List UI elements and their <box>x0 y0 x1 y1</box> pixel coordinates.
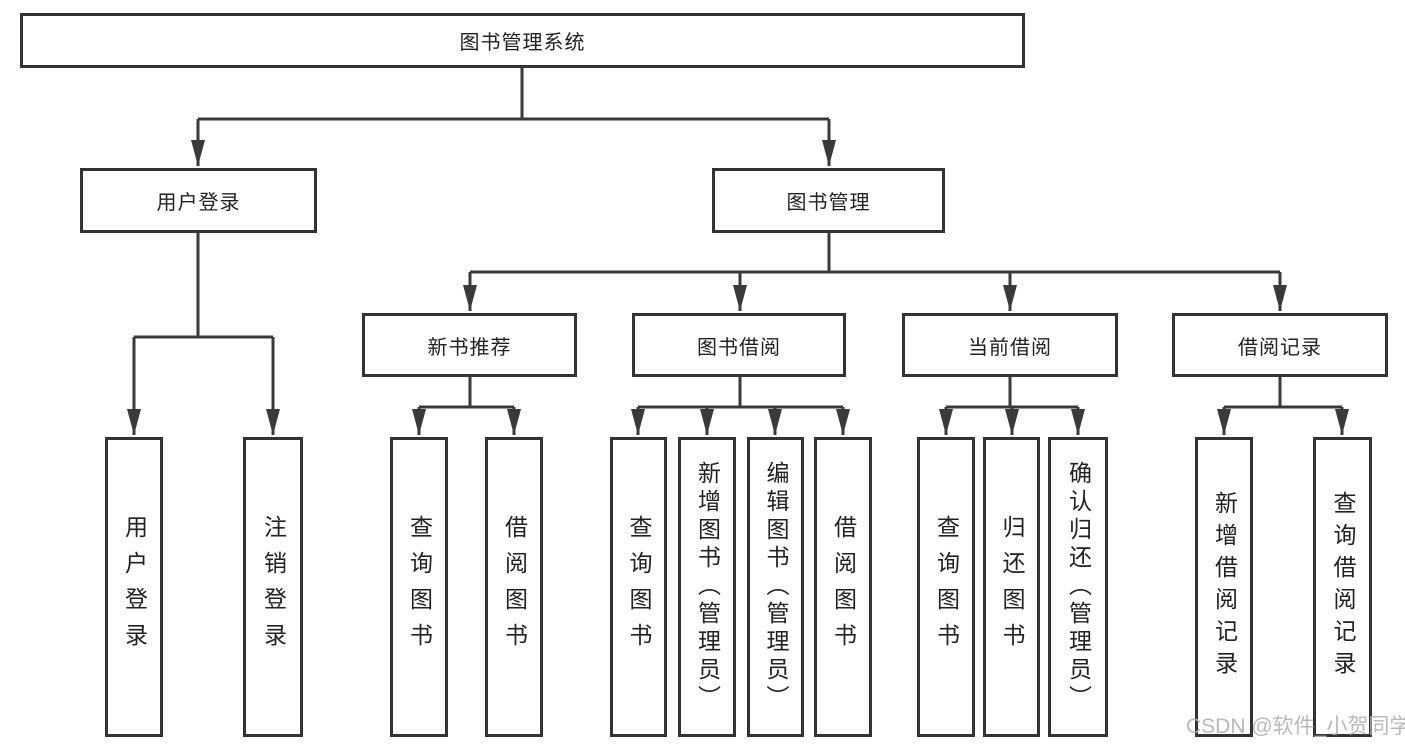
node-borrow-record-label: 借阅记录 <box>1238 336 1322 359</box>
leaf-login: 用户登录 <box>105 437 163 737</box>
leaf-cb-return-books-label: 归还图书 <box>999 515 1025 659</box>
leaf-bb-query-books-label: 查询图书 <box>626 515 652 659</box>
node-root-label: 图书管理系统 <box>459 32 586 54</box>
leaf-logout-label: 注销登录 <box>260 515 287 659</box>
leaf-cb-confirm-return-label: 确认归还（管理员） <box>1065 461 1092 713</box>
node-new-book-rec-label: 新书推荐 <box>427 336 512 359</box>
leaf-bb-edit-books: 编辑图书（管理员） <box>747 437 804 737</box>
leaf-cb-query-books: 查询图书 <box>917 437 975 737</box>
node-user-login: 用户登录 <box>80 168 317 233</box>
leaf-nb-query-books-label: 查询图书 <box>406 515 433 659</box>
leaf-br-query-record-label: 查询借阅记录 <box>1330 491 1356 683</box>
leaf-cb-query-books-label: 查询图书 <box>933 515 960 659</box>
node-root: 图书管理系统 <box>20 13 1025 68</box>
leaf-bb-query-books: 查询图书 <box>610 437 667 737</box>
leaf-bb-borrow-books-label: 借阅图书 <box>830 515 857 659</box>
leaf-br-add-record: 新增借阅记录 <box>1195 437 1253 737</box>
node-book-mgmt: 图书管理 <box>712 168 945 233</box>
leaf-cb-confirm-return: 确认归还（管理员） <box>1048 437 1108 737</box>
leaf-nb-borrow-books-label: 借阅图书 <box>501 515 528 659</box>
node-current-borrow-label: 当前借阅 <box>968 336 1052 359</box>
leaf-br-add-record-label: 新增借阅记录 <box>1211 491 1238 683</box>
leaf-bb-add-books: 新增图书（管理员） <box>678 437 736 737</box>
node-book-borrow: 图书借阅 <box>632 313 846 377</box>
leaf-nb-borrow-books: 借阅图书 <box>485 437 543 737</box>
leaf-logout: 注销登录 <box>243 437 303 737</box>
leaf-br-query-record: 查询借阅记录 <box>1313 437 1372 737</box>
node-borrow-record: 借阅记录 <box>1172 313 1388 377</box>
node-book-borrow-label: 图书借阅 <box>697 336 781 359</box>
node-current-borrow: 当前借阅 <box>902 313 1118 377</box>
node-book-mgmt-label: 图书管理 <box>786 192 871 214</box>
leaf-cb-return-books: 归还图书 <box>983 437 1040 737</box>
leaf-bb-add-books-label: 新增图书（管理员） <box>694 461 721 713</box>
node-user-login-label: 用户登录 <box>156 192 241 214</box>
node-new-book-rec: 新书推荐 <box>362 313 577 377</box>
leaf-nb-query-books: 查询图书 <box>390 437 448 737</box>
leaf-login-label: 用户登录 <box>121 515 148 659</box>
leaf-bb-borrow-books: 借阅图书 <box>814 437 872 737</box>
csdn-watermark: CSDN @软件_小贺同学 <box>1186 715 1405 738</box>
leaf-bb-edit-books-label: 编辑图书（管理员） <box>763 461 789 713</box>
